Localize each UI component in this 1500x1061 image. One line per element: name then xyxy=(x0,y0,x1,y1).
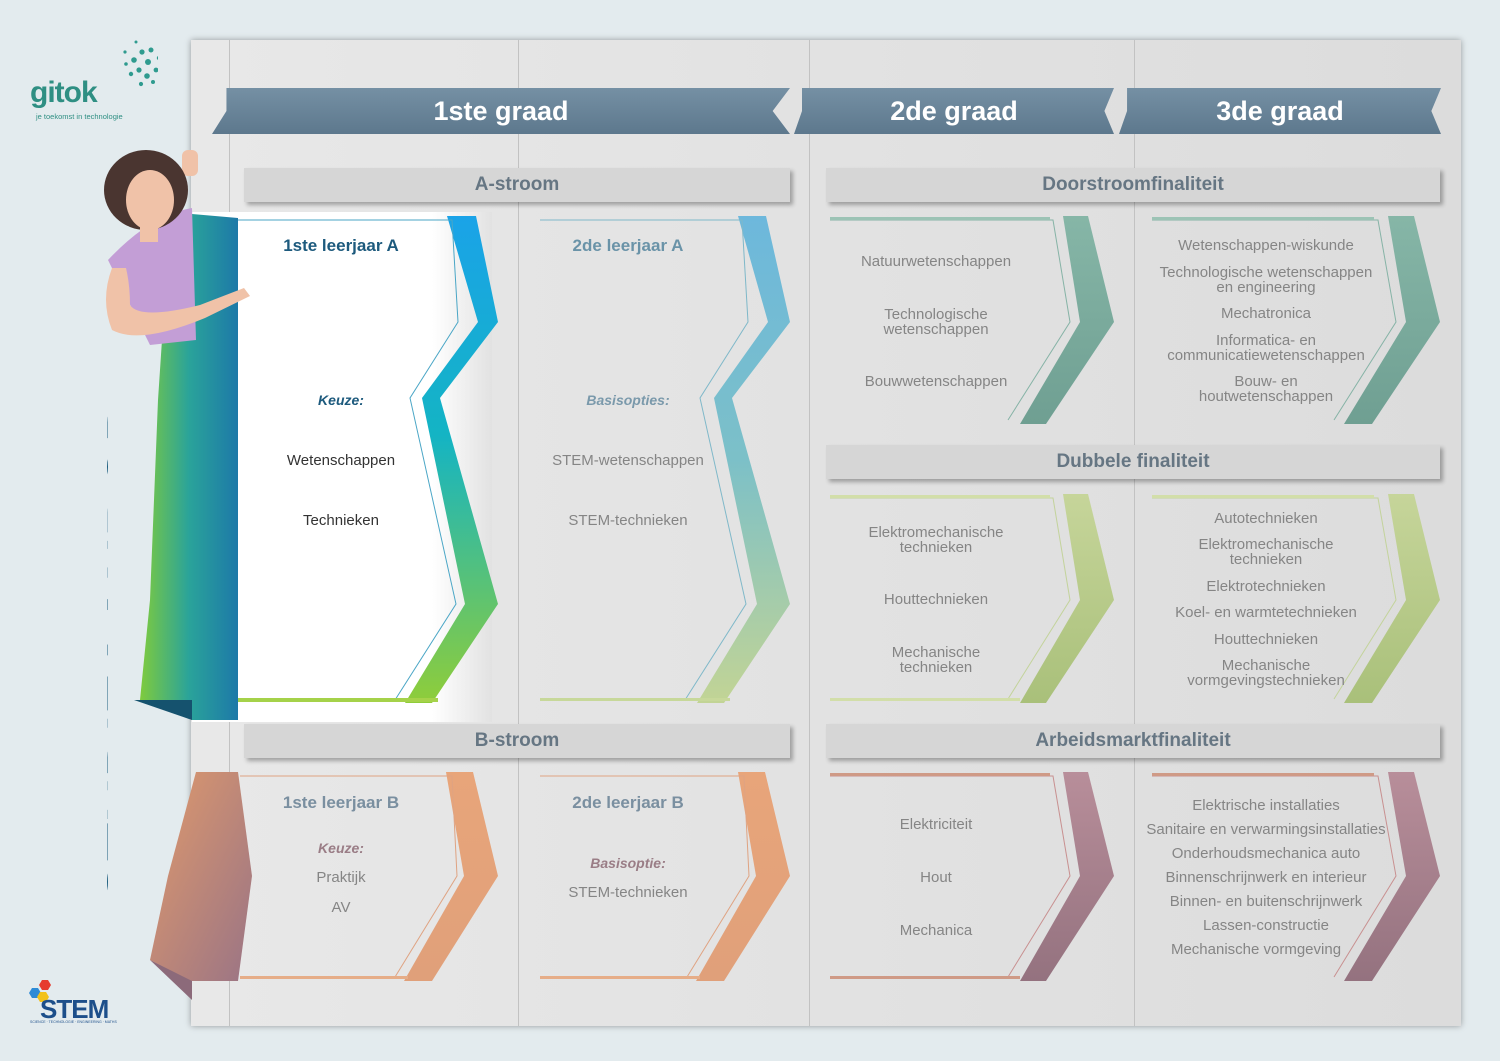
a1-item: Wetenschappen xyxy=(286,452,396,469)
stem-logo-text: STEM xyxy=(40,994,109,1024)
hexagons-icon xyxy=(29,980,51,1002)
b1-item: AV xyxy=(331,899,351,916)
arb3-item: Binnen- en buitenschrijnwerk xyxy=(1169,893,1363,910)
dub3-item: Elektromechanische technieken xyxy=(1198,536,1334,568)
stem-logo-subtitle: SCIENCE · TECHNOLOGIE · ENGINEERING · MA… xyxy=(30,1020,117,1024)
side-title-text: STUDIEAANBOD xyxy=(96,397,108,903)
grade-header-3: 3de graad xyxy=(1119,88,1441,134)
dots-logo-icon xyxy=(123,40,158,87)
door3-item: Technologische wetenschappen en engineer… xyxy=(1159,264,1373,296)
arb3-item: Binnenschrijnwerk en interieur xyxy=(1165,869,1367,886)
b2-item: STEM-technieken xyxy=(568,884,688,901)
door3-item: Mechatronica xyxy=(1220,305,1312,322)
b1-keuze: Keuze: xyxy=(318,840,364,856)
a-stroom-bar: A-stroom xyxy=(244,168,790,202)
door3-item: Wetenschappen-wiskunde xyxy=(1178,237,1354,254)
arb2-item: Mechanica xyxy=(899,922,973,939)
arb3-item: Sanitaire en verwarmingsinstallaties xyxy=(1146,821,1386,838)
door2-item: Natuurwetenschappen xyxy=(860,253,1012,270)
a2-item: STEM-wetenschappen xyxy=(552,452,704,469)
side-title-wrap: STUDIEAANBOD xyxy=(48,395,161,905)
door3-item: Informatica- en communicatiewetenschappe… xyxy=(1167,332,1365,364)
dub3-item: Autotechnieken xyxy=(1214,510,1318,527)
door2-item: Technologische wetenschappen xyxy=(883,306,989,338)
dub2-item: Mechanische technieken xyxy=(891,644,981,676)
grade-header-1: 1ste graad xyxy=(212,88,790,134)
a1-title: 1ste leerjaar A xyxy=(283,236,399,255)
arb3-item: Lassen-constructie xyxy=(1203,917,1329,934)
arb2-item: Hout xyxy=(920,869,952,886)
brand-name: gitok xyxy=(30,76,98,109)
dub3-item: Elektrotechnieken xyxy=(1206,578,1326,595)
b1-item: Praktijk xyxy=(316,869,366,886)
dub3-item: Koel- en warmtetechnieken xyxy=(1175,604,1357,621)
dub3-item: Mechanische vormgevingstechnieken xyxy=(1187,657,1345,689)
arbeidsmarkt-bar: Arbeidsmarktfinaliteit xyxy=(826,724,1440,758)
doorstroom-bar: Doorstroomfinaliteit xyxy=(826,168,1440,202)
a1-keuze: Keuze: xyxy=(318,392,364,408)
door2-item: Bouwwetenschappen xyxy=(864,373,1008,390)
arb2-item: Elektriciteit xyxy=(899,816,973,833)
gitok-logo: gitok je toekomst in technologie xyxy=(28,40,158,124)
a1-item: Technieken xyxy=(303,512,379,529)
dub2-item: Houttechnieken xyxy=(883,591,989,608)
grade-header-2: 2de graad xyxy=(794,88,1114,134)
dub3-item: Houttechnieken xyxy=(1213,631,1319,648)
b1-title: 1ste leerjaar B xyxy=(282,793,400,812)
arb3-item: Onderhoudsmechanica auto xyxy=(1171,845,1361,862)
b-stroom-bar: B-stroom xyxy=(244,724,790,758)
door3-item: Bouw- en houtwetenschappen xyxy=(1198,373,1334,405)
side-title: STUDIEAANBOD xyxy=(96,397,161,903)
brand-tagline: je toekomst in technologie xyxy=(36,112,123,121)
b2-keuze: Basisoptie: xyxy=(590,855,666,871)
arb3-item: Elektrische installaties xyxy=(1192,797,1340,814)
dub2-item: Elektromechanische technieken xyxy=(868,524,1004,556)
a2-keuze: Basisopties: xyxy=(586,392,670,408)
a2-item: STEM-technieken xyxy=(568,512,688,529)
stem-logo: STEM SCIENCE · TECHNOLOGIE · ENGINEERING… xyxy=(28,978,128,1026)
b2-title: 2de leerjaar B xyxy=(572,793,684,812)
arb3-item: Mechanische vormgeving xyxy=(1170,941,1342,958)
a2-title: 2de leerjaar A xyxy=(572,236,684,255)
dubbele-bar: Dubbele finaliteit xyxy=(826,445,1440,479)
